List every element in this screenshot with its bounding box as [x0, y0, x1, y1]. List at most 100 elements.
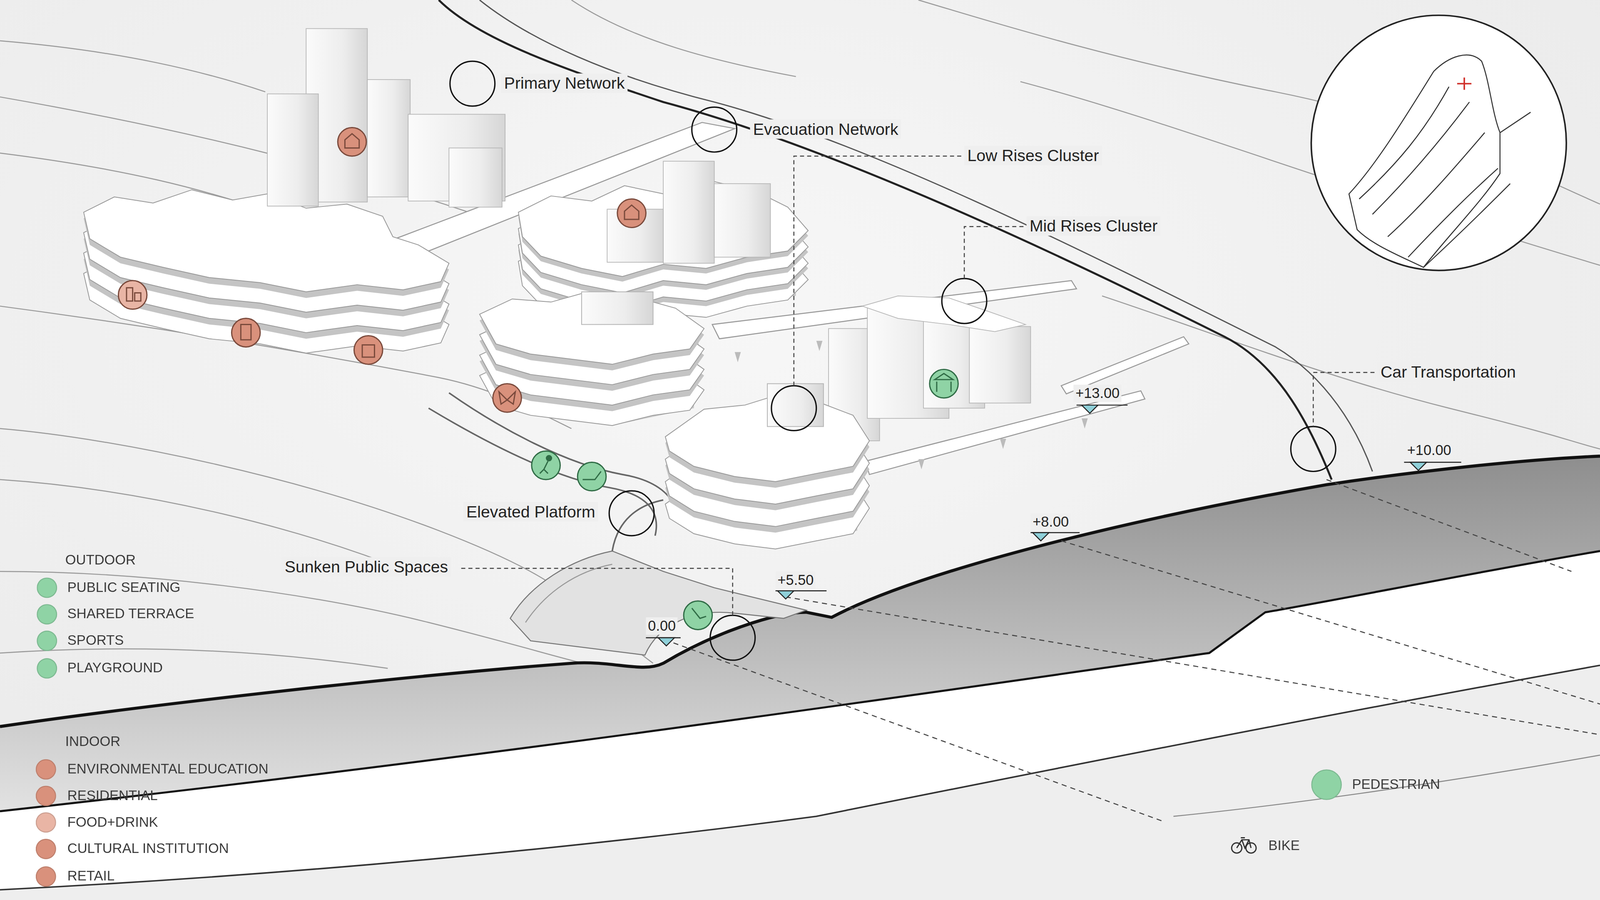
legend-text: PLAYGROUND: [67, 660, 163, 677]
legend-text: RETAIL: [67, 868, 115, 886]
callout-circles: [691, 106, 737, 152]
callout-circles: [1290, 426, 1336, 472]
legend-swatch: [35, 759, 57, 780]
callout-label: Mid Rises Cluster: [1026, 216, 1161, 237]
callout-circles: [771, 385, 817, 431]
contour-lines: [0, 649, 388, 669]
elevation-label: 0.00: [645, 617, 678, 635]
location-inset: [1311, 15, 1567, 271]
bike-icon: [1236, 837, 1251, 849]
callout-circles: [450, 61, 496, 107]
mid-rise-cluster: [828, 296, 1031, 441]
callout-circles: [710, 615, 756, 661]
program-icons: [353, 335, 383, 365]
program-icons: [126, 287, 133, 302]
program-icons: [337, 127, 367, 157]
legend-swatch: [36, 577, 58, 598]
program-icons: [929, 369, 959, 399]
legend-swatch: [36, 604, 58, 625]
elevation-label: +8.00: [1030, 513, 1071, 531]
legend-heading: OUTDOOR: [65, 552, 136, 569]
legend-swatch: [35, 812, 57, 833]
elevation-label: +10.00: [1405, 441, 1454, 459]
secondary-road-line: [479, 0, 1373, 472]
sunken-plaza: [510, 551, 807, 656]
elevation-label: +5.50: [775, 571, 817, 589]
legend-text: BIKE: [1268, 837, 1300, 855]
program-icons: [546, 455, 552, 461]
leader-lines: [1313, 372, 1375, 427]
program-icons: [934, 373, 954, 392]
elevation-markers: [1032, 532, 1049, 542]
legend-text: CULTURAL INSTITUTION: [67, 841, 229, 858]
program-icons: [240, 324, 252, 340]
legend-text: PUBLIC SEATING: [67, 579, 181, 597]
bridges: [389, 122, 1189, 475]
elevation-markers: [645, 405, 1461, 646]
primary-road-line: [438, 0, 1332, 480]
location-inset: [1500, 112, 1531, 133]
elevation-markers: [777, 590, 794, 600]
legend-text: ENVIRONMENTAL EDUCATION: [67, 761, 269, 778]
legend-heading: INDOOR: [65, 733, 121, 751]
callout-circles: [450, 61, 1336, 661]
low-rise-cluster: [665, 383, 870, 550]
program-icons: [118, 127, 646, 413]
callout-label: Low Rises Cluster: [964, 146, 1103, 166]
program-icons: [531, 450, 561, 480]
sunken-plaza: [510, 551, 807, 656]
dashed-section-lines: [673, 642, 1164, 822]
riverbank-road: [0, 665, 1600, 890]
program-icons: [344, 133, 359, 148]
low-rise-cluster: [479, 291, 705, 365]
leader-lines: [461, 156, 1375, 616]
legend-text: PEDESTRIAN: [1351, 776, 1440, 794]
low-rise-cluster: [581, 291, 654, 325]
building-towers: [714, 183, 771, 257]
legend-swatch: [35, 866, 57, 887]
bridge-piers: [1000, 438, 1007, 450]
low-rise-cluster: [767, 383, 824, 427]
location-inset: [1311, 15, 1567, 271]
leader-lines: [964, 226, 1024, 279]
program-icons: [118, 280, 147, 310]
riverbank-road: [0, 551, 1600, 812]
dashed-section-lines: [785, 597, 1600, 735]
building-towers: [448, 147, 502, 207]
building-towers: [663, 161, 715, 264]
leader-lines: [793, 156, 962, 386]
callout-label: Elevated Platform: [463, 502, 599, 522]
legend-swatch: [36, 658, 58, 679]
program-icons: [134, 293, 142, 302]
dashed-section-lines: [1061, 540, 1600, 705]
program-icons: [498, 391, 516, 404]
callout-label: Evacuation Network: [749, 119, 901, 140]
legend-text: SHARED TERRACE: [67, 606, 195, 623]
legend-text: SPORTS: [67, 632, 124, 650]
low-rise-cluster: [83, 189, 449, 354]
elevated-platform: [428, 408, 657, 536]
low-rise-cluster: [479, 291, 705, 426]
program-icons: [231, 318, 261, 348]
legend-swatch: [1311, 769, 1342, 801]
program-icons: [683, 601, 713, 630]
bridge-piers: [1081, 418, 1088, 429]
bridge-piers: [734, 352, 742, 363]
location-inset: [1387, 132, 1485, 237]
building-towers: [267, 94, 319, 207]
low-rise-cluster: [83, 189, 449, 292]
program-icons: [691, 608, 707, 619]
program-icons: [624, 205, 639, 220]
building-towers: [367, 79, 411, 197]
location-inset: [1423, 183, 1511, 268]
elevated-platform: [612, 500, 664, 552]
location-inset: [1372, 102, 1470, 215]
program-icons: [577, 462, 607, 491]
location-inset: [1348, 54, 1501, 268]
location-inset: [1359, 86, 1450, 200]
legend-swatch: [35, 785, 57, 807]
legend-text: RESIDENTIAL: [67, 787, 158, 805]
program-icons: [492, 383, 522, 413]
callout-circles: [941, 278, 987, 324]
